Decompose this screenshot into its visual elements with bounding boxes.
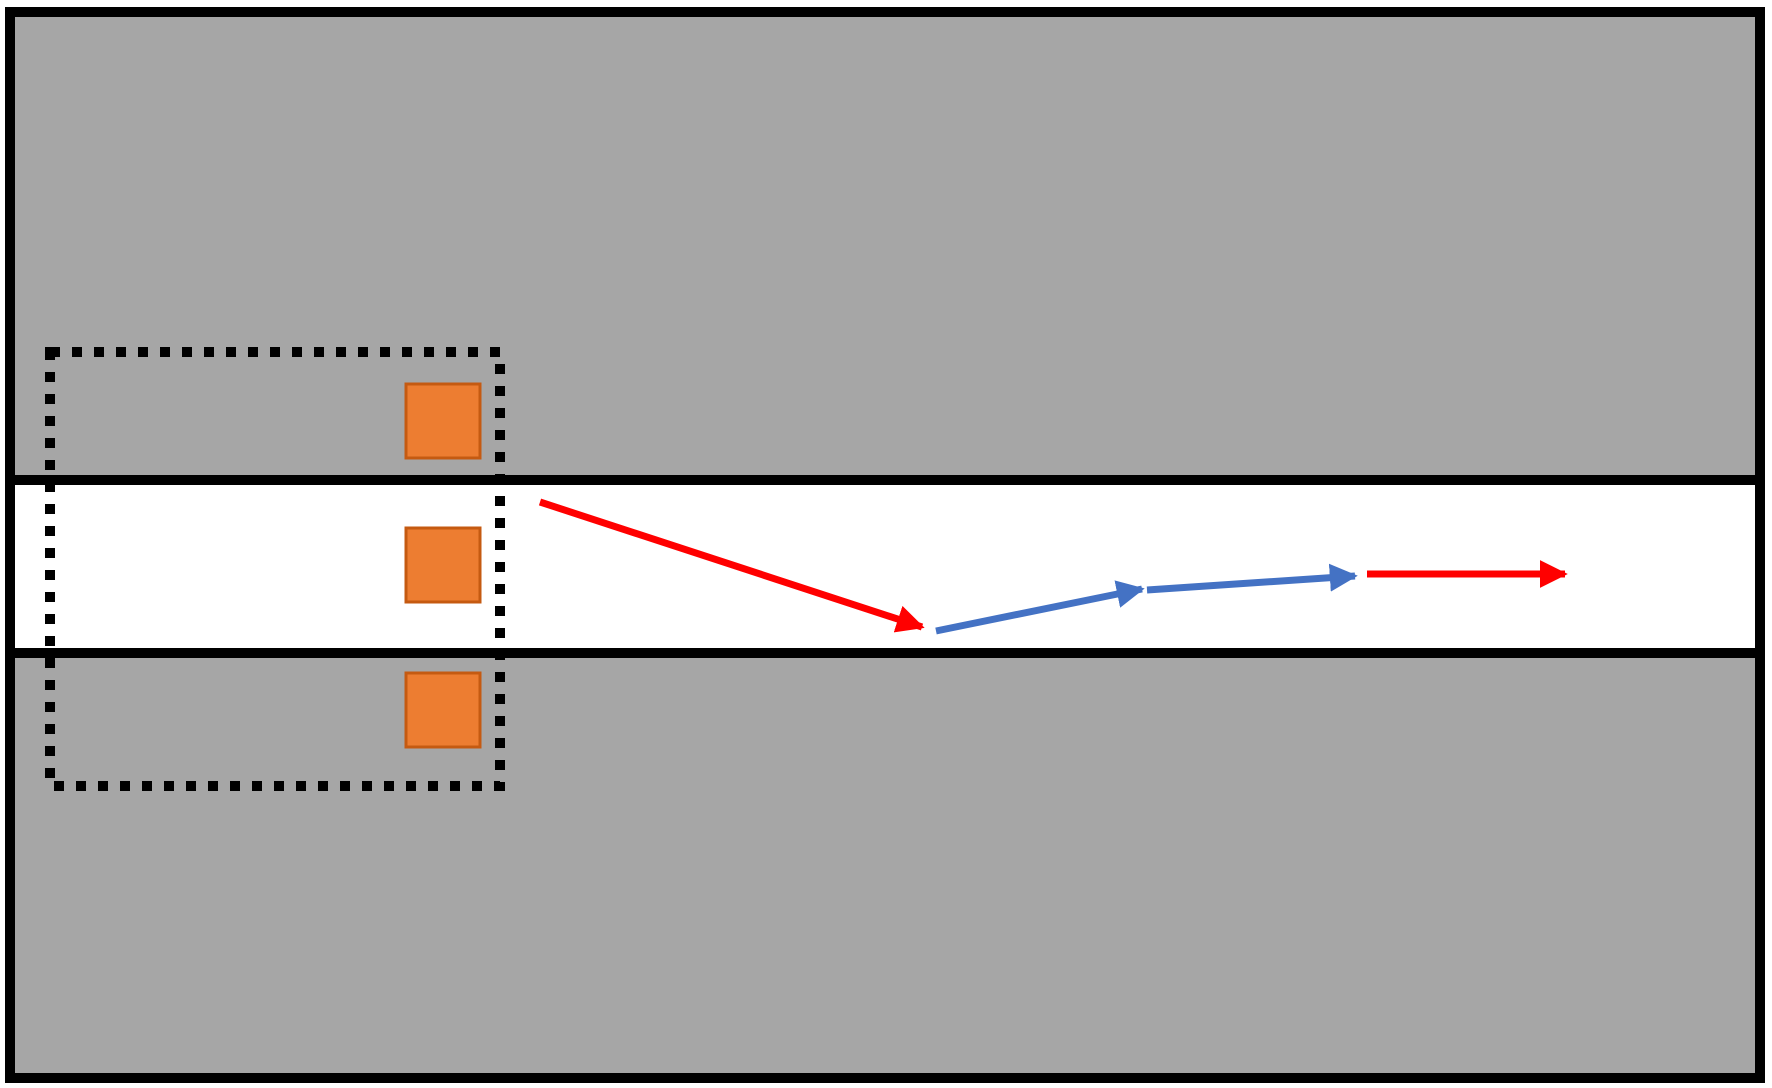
corridor-band — [15, 480, 1755, 653]
arrow-blue-2 — [1146, 563, 1358, 594]
node-top — [404, 382, 482, 460]
arrow-red-1 — [538, 498, 925, 633]
dashed-group-box — [45, 347, 505, 791]
node-bottom — [404, 671, 482, 749]
arrow-blue-1 — [935, 580, 1145, 635]
node-middle — [404, 526, 482, 604]
